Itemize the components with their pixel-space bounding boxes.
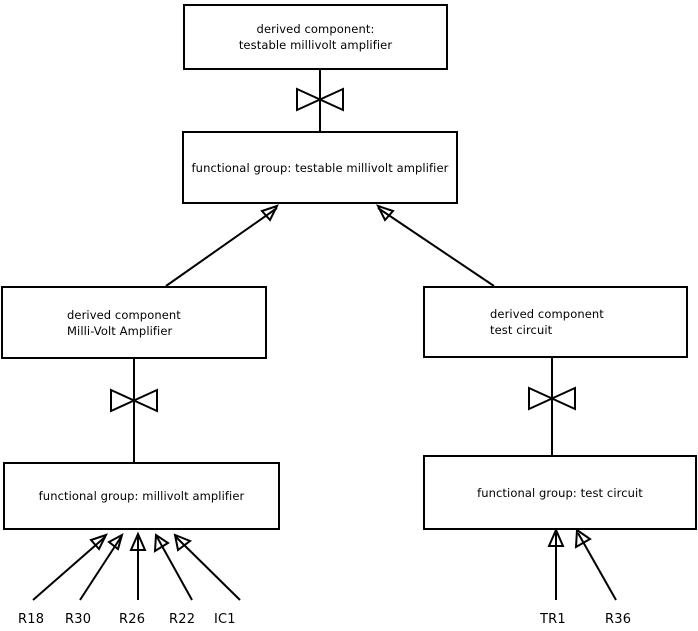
node-derived-testable-millivolt-amplifier[interactable]: derived component: testable millivolt am… <box>183 4 448 70</box>
arrow-r36-to-fg-test-circuit <box>574 528 617 601</box>
leaf-label-ic1: IC1 <box>214 612 236 627</box>
node-fg-test-circuit[interactable]: functional group: test circuit <box>423 455 697 530</box>
node-fg-millivolt-amplifier[interactable]: functional group: millivolt amplifier <box>3 462 280 530</box>
arrow-right-derived-to-fg-testable <box>376 204 495 287</box>
leaf-label-r26: R26 <box>119 612 146 627</box>
leaf-label-r30: R30 <box>65 612 92 627</box>
arrow-r22-to-fg-millivolt <box>153 533 193 601</box>
node-derived-milli-volt-amplifier[interactable]: derived component Milli-Volt Amplifier <box>1 286 267 359</box>
node-label: functional group: testable millivolt amp… <box>191 160 449 175</box>
arrow-ic1-to-fg-millivolt <box>173 533 241 601</box>
arrow-r18-to-fg-millivolt <box>32 533 108 601</box>
arrow-r26-to-fg-millivolt <box>129 531 147 600</box>
arrow-r30-to-fg-millivolt <box>79 532 124 601</box>
bowtie-right-icon <box>528 386 576 411</box>
node-label: functional group: test circuit <box>477 485 643 500</box>
node-derived-test-circuit[interactable]: derived component test circuit <box>423 286 688 358</box>
leaf-label-r18: R18 <box>18 612 45 627</box>
node-label: derived component test circuit <box>490 307 604 337</box>
leaf-label-r22: R22 <box>169 612 196 627</box>
leaf-label-tr1: TR1 <box>540 612 566 627</box>
bowtie-left-icon <box>110 388 158 413</box>
node-fg-testable-millivolt-amplifier[interactable]: functional group: testable millivolt amp… <box>182 131 458 204</box>
node-label: functional group: millivolt amplifier <box>38 489 245 503</box>
arrow-tr1-to-fg-test-circuit <box>547 527 565 600</box>
arrow-left-derived-to-fg-testable <box>165 204 279 287</box>
bowtie-top-icon <box>296 87 344 112</box>
node-label: derived component: testable millivolt am… <box>238 22 393 52</box>
node-label: derived component Milli-Volt Amplifier <box>67 307 181 338</box>
leaf-label-r36: R36 <box>605 612 632 627</box>
